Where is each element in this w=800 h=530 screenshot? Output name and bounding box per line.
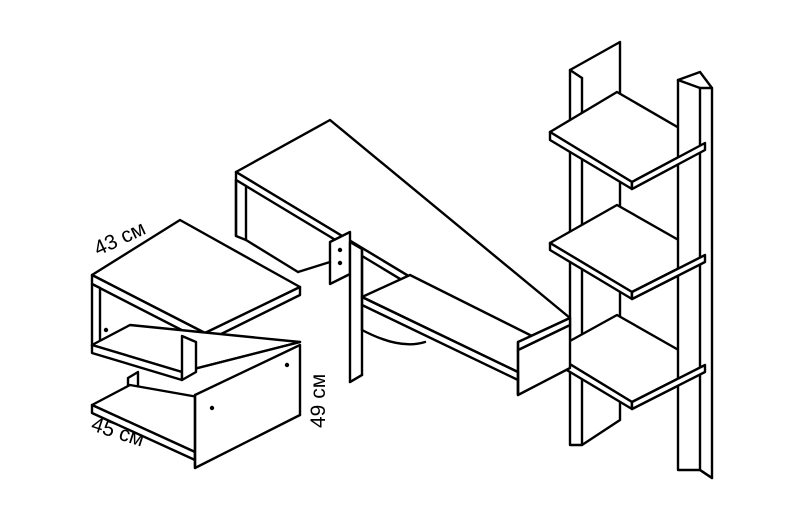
desk-left-side xyxy=(234,178,248,242)
tall-shelf-unit xyxy=(548,40,714,480)
desk-back-panel xyxy=(328,230,352,286)
height-dimension-label: 49 см xyxy=(307,374,330,428)
desk-middle-divider xyxy=(348,240,364,384)
desk-unit xyxy=(234,118,572,397)
side-table-center-post xyxy=(180,334,198,382)
side-table xyxy=(90,218,302,470)
tall-shelf-front-upright xyxy=(676,70,714,480)
